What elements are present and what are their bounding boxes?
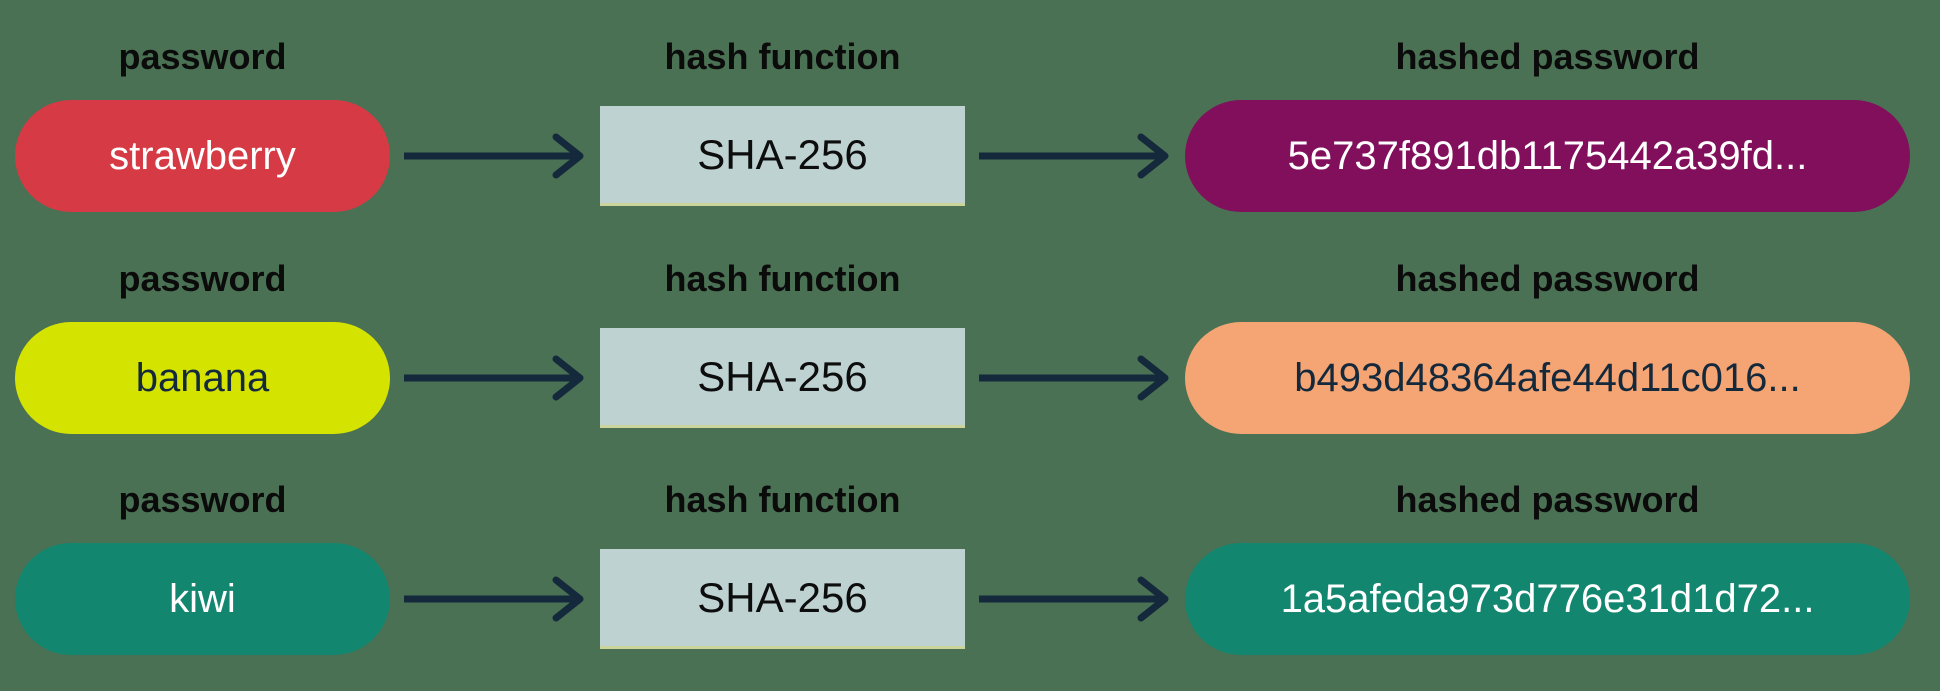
- arrow-right-icon: [390, 100, 600, 212]
- hashed-password-pill: 5e737f891db1175442a39fd...: [1185, 100, 1910, 212]
- password-column: password strawberry: [15, 36, 390, 212]
- password-value: strawberry: [109, 133, 296, 178]
- hashed-password-column: hashed password 5e737f891db1175442a39fd.…: [1185, 36, 1910, 212]
- hashed-password-pill: b493d48364afe44d11c016...: [1185, 322, 1910, 434]
- hash-function-name: SHA-256: [697, 352, 868, 400]
- arrow-right-icon: [965, 322, 1185, 434]
- hashed-password-value: 1a5afeda973d776e31d1d72...: [1280, 576, 1815, 621]
- arrow-right-icon: [390, 543, 600, 655]
- password-label: password: [118, 479, 287, 520]
- password-column: password kiwi: [15, 479, 390, 655]
- hashed-password-column: hashed password 1a5afeda973d776e31d1d72.…: [1185, 479, 1910, 655]
- hash-function-column: hash function SHA-256: [600, 258, 965, 434]
- hashed-password-column: hashed password b493d48364afe44d11c016..…: [1185, 258, 1910, 434]
- hash-function-box: SHA-256: [600, 106, 965, 206]
- hash-flow-row-strawberry: password strawberry hash function SHA-25…: [0, 36, 1910, 212]
- hash-function-box: SHA-256: [600, 549, 965, 649]
- password-label: password: [118, 258, 287, 299]
- hashed-password-label: hashed password: [1395, 258, 1700, 299]
- hash-function-label: hash function: [664, 479, 901, 520]
- hashed-password-label: hashed password: [1395, 479, 1700, 520]
- hash-function-column: hash function SHA-256: [600, 36, 965, 212]
- arrow-right-icon: [390, 322, 600, 434]
- hashed-password-pill: 1a5afeda973d776e31d1d72...: [1185, 543, 1910, 655]
- password-value: kiwi: [169, 576, 236, 621]
- hashed-password-value: b493d48364afe44d11c016...: [1294, 355, 1801, 400]
- hash-function-name: SHA-256: [697, 130, 868, 178]
- hash-function-name: SHA-256: [697, 573, 868, 621]
- hash-function-box: SHA-256: [600, 328, 965, 428]
- password-column: password banana: [15, 258, 390, 434]
- hashed-password-value: 5e737f891db1175442a39fd...: [1287, 133, 1808, 178]
- hash-function-label: hash function: [664, 258, 901, 299]
- hash-flow-row-kiwi: password kiwi hash function SHA-256: [0, 479, 1910, 655]
- hashed-password-label: hashed password: [1395, 36, 1700, 77]
- arrow-right-icon: [965, 543, 1185, 655]
- arrow-right-icon: [965, 100, 1185, 212]
- hash-flow-row-banana: password banana hash function SHA-256: [0, 258, 1910, 434]
- password-pill: kiwi: [15, 543, 390, 655]
- password-value: banana: [135, 355, 270, 400]
- hash-function-column: hash function SHA-256: [600, 479, 965, 655]
- password-label: password: [118, 36, 287, 77]
- password-pill: strawberry: [15, 100, 390, 212]
- password-pill: banana: [15, 322, 390, 434]
- hash-function-label: hash function: [664, 36, 901, 77]
